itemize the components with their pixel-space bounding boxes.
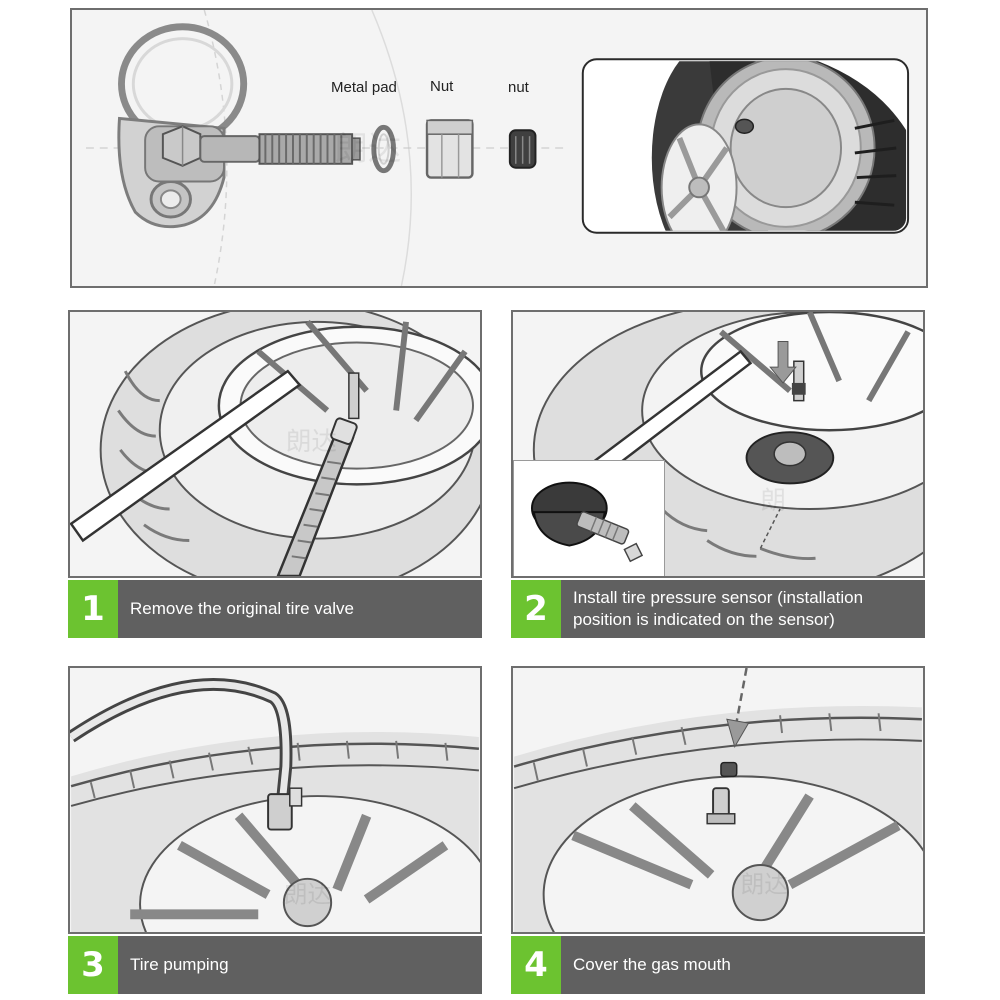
step-1-illustration: 朗达 [68,310,482,578]
step-3-text: Tire pumping [130,955,229,974]
metal-pad-label: Metal pad [331,79,397,96]
svg-text:朗达: 朗达 [284,880,331,908]
valve-removal-icon: 朗达 [70,312,480,576]
sensor-exploded-illustration: 朗达 [85,10,910,286]
svg-text:朗: 朗 [760,486,786,516]
step-4-illustration: 朗达 [511,666,925,934]
step-3-number: 3 [68,936,118,994]
svg-text:朗达: 朗达 [334,129,401,168]
step-1-text: Remove the original tire valve [130,599,354,618]
step-2-number: 2 [511,580,561,638]
step-2-caption: 2 Install tire pressure sensor (installa… [511,580,925,638]
step-2-text: Install tire pressure sensor (installati… [573,588,864,629]
tpms-sensor-icon [530,481,644,563]
small-nut-label: nut [508,79,529,96]
step-4-caption: 4 Cover the gas mouth [511,936,925,994]
tire-pumping-icon: 朗达 [70,678,480,932]
step-3-illustration: 朗达 [68,666,482,934]
step-1-number: 1 [68,580,118,638]
parts-panel: 朗达 [70,8,928,288]
metal-pad-icon [371,124,396,174]
svg-text:朗达: 朗达 [286,427,337,457]
nut-icon [425,119,474,179]
valve-cap-install-icon: 朗达 [513,668,923,932]
step-2-illustration: 朗 [511,310,925,578]
nut-label: Nut [430,78,454,95]
tire-closeup-icon [581,58,910,234]
valve-cap-icon [508,129,537,169]
svg-text:朗达: 朗达 [741,871,788,899]
sensor-inset [513,460,665,576]
step-4-text: Cover the gas mouth [573,955,731,974]
step-3-caption: 3 Tire pumping [68,936,482,994]
sensor-body-icon [117,23,361,229]
step-4-number: 4 [511,936,561,994]
step-1-caption: 1 Remove the original tire valve [68,580,482,638]
